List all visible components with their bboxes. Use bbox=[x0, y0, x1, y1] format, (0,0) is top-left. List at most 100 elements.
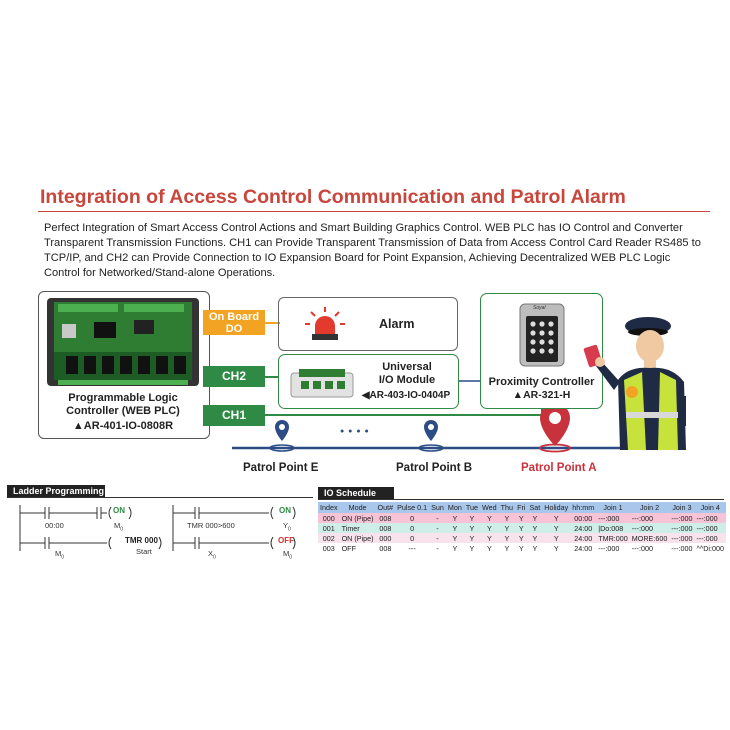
rung3-coil-sub: Y0 bbox=[283, 521, 291, 533]
schedule-column-header: Out# bbox=[375, 502, 396, 513]
patrol-point-e: Patrol Point E bbox=[243, 462, 319, 474]
schedule-column-header: Thu bbox=[498, 502, 516, 513]
plc-label-line1: Programmable Logic bbox=[68, 392, 178, 404]
onboard-do-line2: DO bbox=[225, 323, 243, 335]
schedule-column-header: Index bbox=[318, 502, 340, 513]
schedule-cell: - bbox=[429, 513, 446, 523]
schedule-cell: ---:000 bbox=[669, 543, 695, 553]
rung1-coil-sub: M0 bbox=[114, 521, 123, 533]
schedule-cell: Y bbox=[527, 523, 543, 533]
alarm-box: Alarm bbox=[278, 297, 458, 351]
patrol-point-a: Patrol Point A bbox=[521, 462, 597, 474]
schedule-cell: 008 bbox=[375, 513, 396, 523]
patrol-point-b: Patrol Point B bbox=[396, 462, 473, 474]
schedule-cell: Y bbox=[527, 513, 543, 523]
schedule-cell: Y bbox=[445, 513, 464, 523]
schedule-cell: 008 bbox=[375, 523, 396, 533]
schedule-cell: Y bbox=[515, 543, 528, 553]
schedule-cell: 000 bbox=[318, 513, 340, 523]
proximity-model: ▲AR-321-H bbox=[512, 389, 571, 401]
rung1-contact-label: 00:00 bbox=[45, 521, 64, 530]
schedule-cell: Y bbox=[542, 523, 571, 533]
schedule-column-header: Mon bbox=[445, 502, 464, 513]
schedule-cell: Y bbox=[463, 513, 481, 523]
schedule-column-header: Pulse 0.1 bbox=[395, 502, 430, 513]
schedule-cell: Y bbox=[463, 543, 481, 553]
schedule-cell: - bbox=[429, 523, 446, 533]
schedule-cell: ^^Di:000 bbox=[694, 543, 727, 553]
io-module-image bbox=[290, 369, 354, 398]
schedule-cell: ---:000 bbox=[694, 523, 727, 533]
rung4-coil-sub-text: M bbox=[283, 549, 290, 558]
siren-icon bbox=[305, 307, 345, 340]
io-module-model: ◀AR-403-IO-0404P bbox=[361, 390, 451, 401]
schedule-cell: Y bbox=[515, 533, 528, 543]
schedule-cell: ---:000 bbox=[694, 533, 727, 543]
rung1-coil-sub-idx: 0 bbox=[120, 526, 124, 533]
schedule-cell: 00:00 bbox=[570, 513, 597, 523]
proximity-controller-box: Soyal Proximity Controller ▲AR-321-H bbox=[480, 293, 603, 409]
schedule-cell: ON (Pipe) bbox=[339, 513, 376, 523]
schedule-cell: MORE:600 bbox=[629, 533, 670, 543]
ladder-header-rule bbox=[7, 497, 313, 498]
rung3-coil-sub-text: Y bbox=[283, 521, 289, 530]
schedule-column-header: hh:mm bbox=[570, 502, 597, 513]
rung4-coil-sub-idx: 0 bbox=[289, 554, 293, 561]
io-module-line2: I/O Module bbox=[378, 374, 436, 386]
schedule-column-header: Join 1 bbox=[596, 502, 630, 513]
schedule-cell: ---:000 bbox=[596, 513, 630, 523]
schedule-cell: Y bbox=[480, 533, 499, 543]
schedule-cell: Y bbox=[515, 523, 528, 533]
rung1-coil-sub-text: M bbox=[114, 521, 121, 530]
plc-label-line2: Controller (WEB PLC) bbox=[66, 405, 180, 417]
schedule-column-header: Wed bbox=[480, 502, 499, 513]
pin-marker-e bbox=[269, 420, 295, 452]
ellipsis-dots: ● ● ● ● bbox=[340, 428, 370, 435]
schedule-cell: |Do:008 bbox=[596, 523, 630, 533]
schedule-cell: ---:000 bbox=[629, 543, 670, 553]
schedule-cell: 0 bbox=[395, 523, 430, 533]
keypad-brand: Soyal bbox=[533, 305, 546, 311]
ch1-tag: CH1 bbox=[203, 405, 265, 426]
schedule-cell: Y bbox=[445, 543, 464, 553]
rung4-coil: OFF bbox=[278, 536, 294, 545]
rung3-coil-sub-idx: 0 bbox=[288, 526, 291, 533]
rung2-coil: TMR 000 bbox=[125, 536, 158, 545]
onboard-do-tag: On Board DO bbox=[203, 310, 265, 335]
rung2-coil-sub: Start bbox=[136, 547, 152, 556]
schedule-cell: ---:000 bbox=[629, 513, 670, 523]
schedule-column-header: Sun bbox=[429, 502, 446, 513]
schedule-cell: - bbox=[429, 543, 446, 553]
schedule-cell: Y bbox=[463, 533, 481, 543]
schedule-cell: Y bbox=[445, 533, 464, 543]
schedule-column-header: Holiday bbox=[542, 502, 571, 513]
schedule-column-header: Tue bbox=[463, 502, 481, 513]
plc-board-image bbox=[47, 298, 199, 386]
schedule-cell: Y bbox=[498, 543, 516, 553]
schedule-cell: TMR:000 bbox=[596, 533, 630, 543]
rung1-coil: ON bbox=[113, 506, 125, 515]
intro-paragraph: Perfect Integration of Smart Access Cont… bbox=[44, 221, 704, 281]
ladder-header: Ladder Programming bbox=[7, 485, 105, 498]
schedule-cell: 000 bbox=[375, 533, 396, 543]
schedule-cell: Y bbox=[445, 523, 464, 533]
schedule-cell: 003 bbox=[318, 543, 340, 553]
schedule-cell: Y bbox=[542, 513, 571, 523]
rung4-contact-text: X bbox=[208, 549, 214, 558]
schedule-cell: OFF bbox=[339, 543, 376, 553]
schedule-cell: ---:000 bbox=[669, 523, 695, 533]
keypad-image bbox=[519, 303, 565, 367]
io-schedule-header-rule bbox=[318, 499, 724, 500]
proximity-label: Proximity Controller bbox=[488, 376, 595, 388]
schedule-cell: Y bbox=[480, 523, 499, 533]
rung3-contact-label: TMR 000>600 bbox=[187, 521, 235, 530]
schedule-cell: Y bbox=[480, 513, 499, 523]
schedule-column-header: Join 2 bbox=[629, 502, 670, 513]
ladder-diagram bbox=[19, 505, 296, 551]
